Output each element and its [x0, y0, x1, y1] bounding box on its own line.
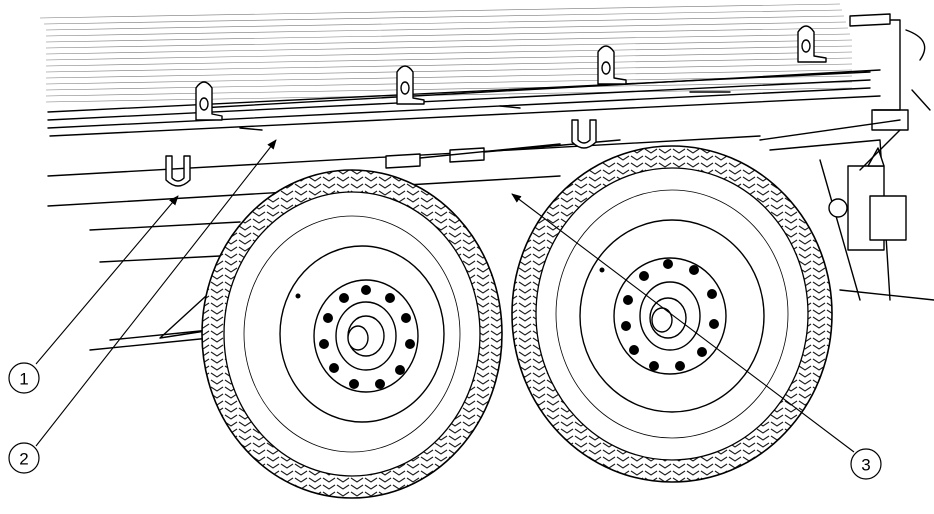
- callout-2: 2: [8, 442, 40, 474]
- side-rail: [47, 69, 881, 137]
- tarp-hook: [195, 81, 223, 121]
- trailer-side-panel: [39, 3, 853, 103]
- tarp-hook: [797, 25, 827, 63]
- front-wheel: [511, 145, 833, 483]
- front-assembly: [759, 13, 934, 301]
- callout-2-label: 2: [19, 450, 28, 469]
- left-bracket: [89, 295, 213, 351]
- tarp-hook: [396, 65, 425, 105]
- wheel-nut: [319, 285, 415, 389]
- callout-1-label: 1: [19, 370, 28, 389]
- tie-hook-u: [571, 119, 597, 149]
- rear-wheel: [201, 169, 503, 499]
- leader-line-1: [35, 195, 179, 365]
- callout-3-label: 3: [861, 456, 870, 475]
- leader-line-2: [35, 139, 277, 447]
- leader-line-3: [511, 193, 855, 453]
- tarp-hook: [597, 45, 627, 85]
- callout-3: 3: [850, 448, 882, 480]
- tie-hook-u: [165, 155, 191, 187]
- callout-1: 1: [8, 362, 40, 394]
- wheel-nut: [621, 259, 719, 371]
- axle-support: [385, 139, 621, 169]
